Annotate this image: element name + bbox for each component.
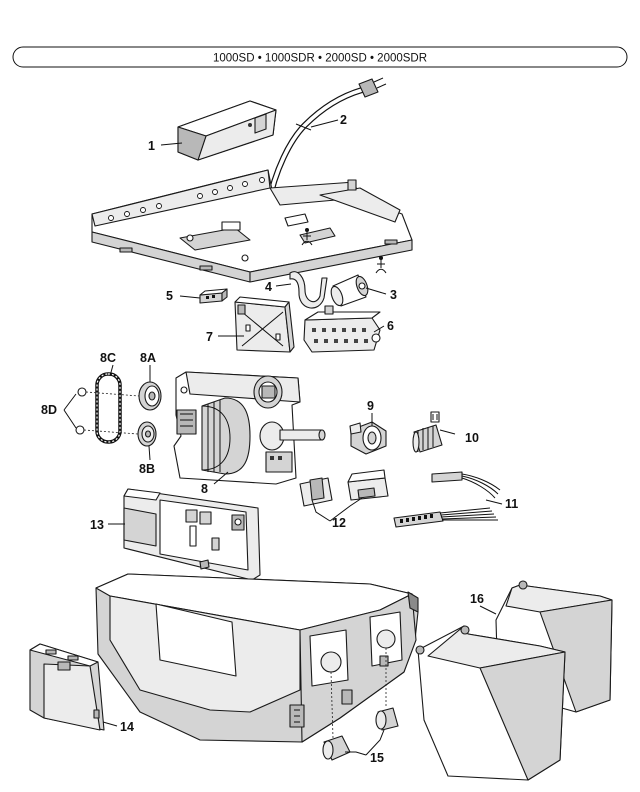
callout-8a: 8A: [140, 351, 156, 365]
callout-14: 14: [120, 720, 134, 734]
logic-board-panel: [123, 488, 261, 581]
motor-pulley: [138, 381, 162, 411]
callout-8d: 8D: [41, 403, 57, 417]
end-panel: [29, 643, 105, 731]
callout-15: 15: [370, 751, 384, 765]
limit-switch-assembly: [303, 305, 381, 353]
callout-12: 12: [332, 516, 346, 530]
light-lens-cover-front: [415, 625, 566, 781]
model-banner: 1000SD • 1000SDR • 2000SD • 2000SDR: [12, 46, 628, 68]
drive-belt: [95, 372, 122, 444]
callout-labels: 1 2 3 4 5 6 7 8 8A 8B 8C 8D 9 10 11 12 1…: [41, 113, 518, 765]
wire-harness: [393, 471, 501, 528]
capacitor: [330, 274, 369, 307]
gear-pulley: [137, 421, 157, 447]
motor-gearbox-assembly: [173, 371, 326, 485]
callout-1: 1: [148, 139, 155, 153]
warning-symbol-icon: [301, 228, 313, 246]
drive-sprocket: [412, 411, 443, 453]
leader-lines: [63, 119, 503, 756]
drive-hub: [349, 421, 387, 455]
chassis-plate: [91, 169, 413, 283]
pulley-screws: [75, 387, 140, 435]
capacitor-strap: [289, 271, 328, 309]
callout-4: 4: [265, 280, 272, 294]
callout-2: 2: [340, 113, 347, 127]
callout-10: 10: [465, 431, 479, 445]
callout-8b: 8B: [139, 462, 155, 476]
switch-bracket: [299, 469, 389, 507]
end-panel-bracket: [234, 296, 295, 353]
model-banner-text: 1000SD • 1000SDR • 2000SD • 2000SDR: [213, 53, 427, 65]
callout-11: 11: [505, 497, 518, 511]
callout-9: 9: [367, 399, 374, 413]
motor-housing: [95, 573, 419, 743]
power-cord: [265, 77, 387, 209]
callout-6: 6: [387, 319, 394, 333]
callout-13: 13: [90, 518, 104, 532]
callout-8: 8: [201, 482, 208, 496]
light-lens-cover: [177, 100, 277, 161]
callout-16: 16: [470, 592, 484, 606]
bushings: [322, 648, 399, 761]
callout-3: 3: [390, 288, 397, 302]
callout-5: 5: [166, 289, 173, 303]
warning-symbol-icon: [375, 256, 387, 274]
callout-7: 7: [206, 330, 213, 344]
terminal-block: [199, 288, 228, 304]
callout-8c: 8C: [100, 351, 116, 365]
